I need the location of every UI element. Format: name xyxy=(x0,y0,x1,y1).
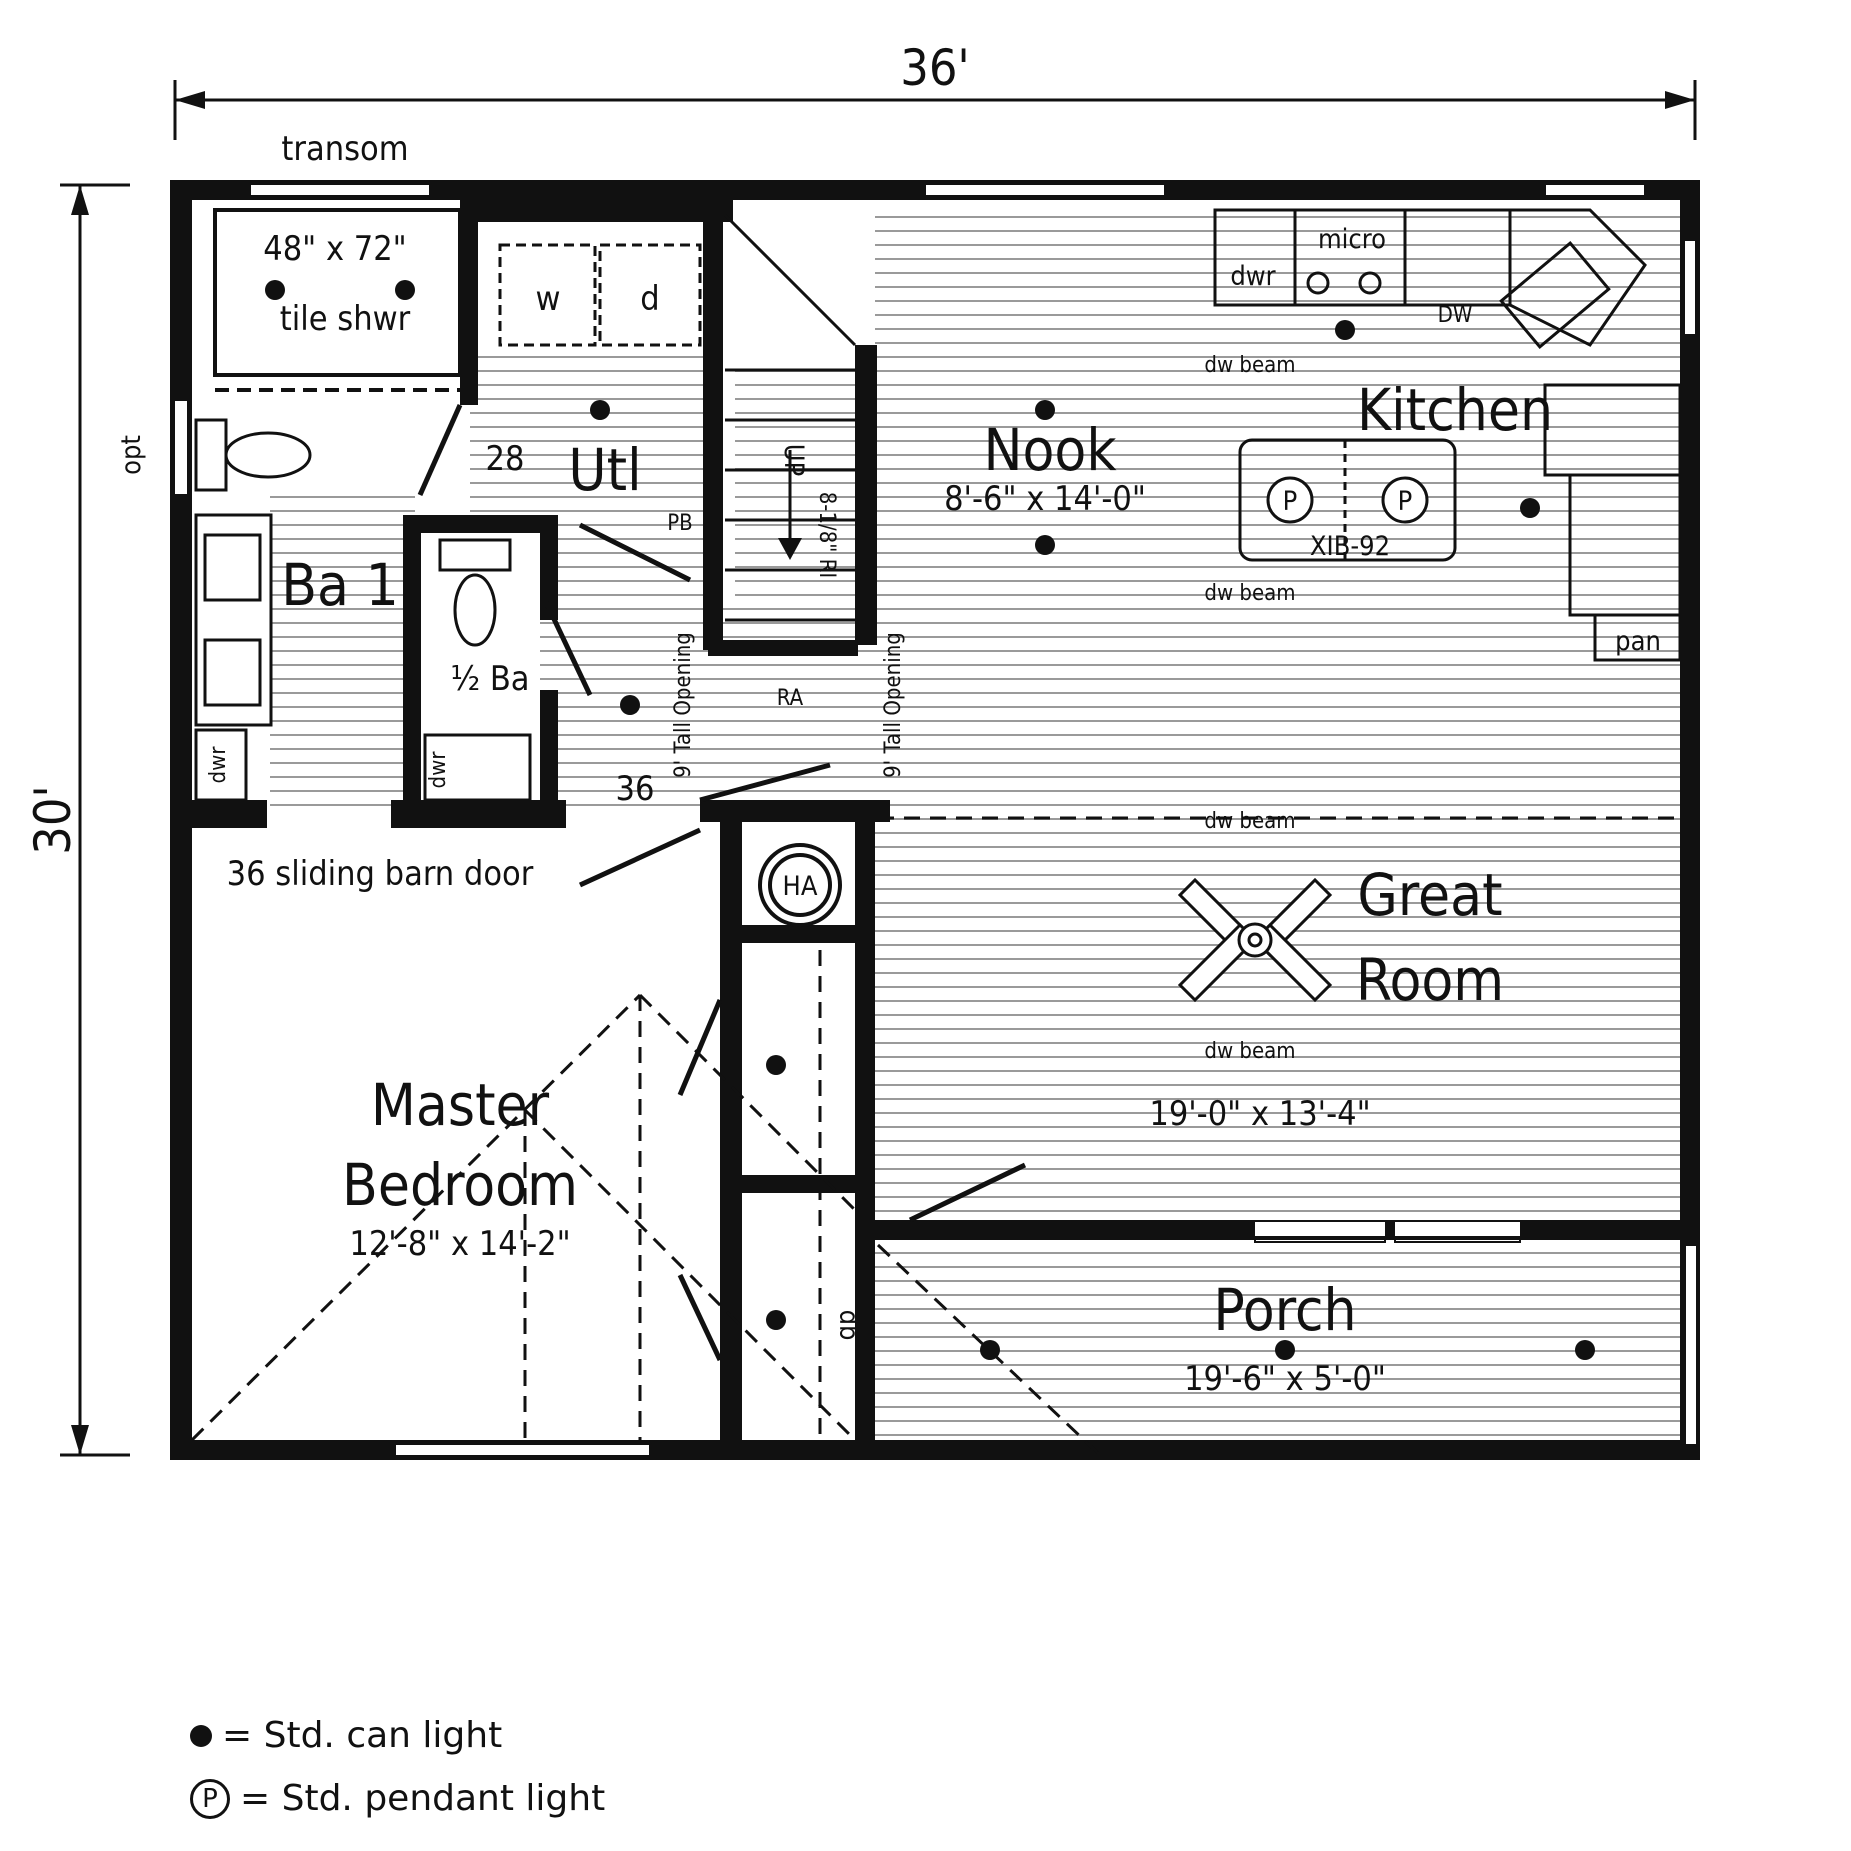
stair-up-label: UP xyxy=(778,444,809,476)
toilet-bath1 xyxy=(194,418,312,492)
legend-pendant-light: P = Std. pendant light xyxy=(190,1778,605,1819)
washer-dryer xyxy=(498,243,702,347)
svg-text:P: P xyxy=(1283,486,1298,517)
opt-label: opt xyxy=(116,435,147,475)
pb-label: PB xyxy=(667,511,693,536)
vanity-sinks xyxy=(194,513,273,802)
kitchen-counters xyxy=(1213,208,1682,662)
dimension-lines xyxy=(60,80,1697,1457)
can-light-icon xyxy=(190,1724,212,1747)
room-great-room-2: Room xyxy=(1356,946,1504,1014)
dryer-label: d xyxy=(640,279,659,319)
interior-walls xyxy=(192,200,1685,1460)
half-bath-fixtures xyxy=(423,538,532,802)
pendant-light: P xyxy=(1381,476,1429,524)
can-lights xyxy=(265,280,1595,1360)
db-label: db xyxy=(833,1310,864,1341)
room-utility: Utl xyxy=(568,436,641,504)
windows xyxy=(173,183,1698,1457)
pendant-light-icon: P xyxy=(190,1778,230,1819)
ha-unit xyxy=(758,843,842,927)
floor-hatching xyxy=(270,205,1685,1455)
pan-label: pan xyxy=(1615,626,1661,657)
legend-pendant-light-text: = Std. pendant light xyxy=(240,1778,606,1819)
room-master-size: 12'-8" x 14'-2" xyxy=(349,1224,570,1264)
micro-label: micro xyxy=(1318,224,1386,255)
transom-label: transom xyxy=(281,129,408,169)
room-half-bath: ½ Ba xyxy=(450,659,529,699)
room-nook: Nook xyxy=(983,416,1117,484)
dw-label: DW xyxy=(1438,303,1473,328)
kitchen-sink xyxy=(1499,240,1611,350)
tall-opening-left: 9' Tall Opening xyxy=(671,632,696,778)
door-swings xyxy=(417,403,1027,1362)
room-kitchen: Kitchen xyxy=(1357,376,1553,444)
width-dimension: 36' xyxy=(900,39,970,97)
shower-label: tile shwr xyxy=(280,299,411,339)
interior-openings xyxy=(1255,1222,1520,1236)
shower xyxy=(213,208,462,392)
dwr-label: dwr xyxy=(1230,261,1275,292)
stair-up-arrow xyxy=(778,538,802,560)
bath1-dwr-label: dwr xyxy=(206,746,231,784)
washer-label: w xyxy=(535,279,560,319)
barn-door-label: 36 sliding barn door xyxy=(227,854,534,894)
beam-label: dw beam xyxy=(1204,809,1295,834)
depth-dimension: 30' xyxy=(24,785,82,855)
door-36-label: 36 xyxy=(616,769,655,809)
stair-riser-label: 8-1/8" RI xyxy=(814,492,839,579)
pendant-light: P xyxy=(1266,476,1314,524)
ha-label: HA xyxy=(783,871,818,902)
vault-lines xyxy=(190,816,1680,1457)
beam-label: dw beam xyxy=(1204,581,1295,606)
beam-label: dw beam xyxy=(1204,1039,1295,1064)
stairs xyxy=(723,213,857,622)
svg-text:P: P xyxy=(1398,486,1413,517)
half-bath-dwr-label: dwr xyxy=(426,751,451,789)
room-porch: Porch xyxy=(1213,1276,1356,1344)
room-porch-size: 19'-6" x 5'-0" xyxy=(1184,1359,1386,1399)
beam-label: dw beam xyxy=(1204,353,1295,378)
tall-opening-right: 9' Tall Opening xyxy=(881,632,906,778)
room-master-2: Bedroom xyxy=(342,1151,578,1219)
room-great-room: Great xyxy=(1357,861,1502,929)
ceiling-fan xyxy=(1177,877,1333,1003)
range-burners xyxy=(1306,271,1382,295)
island-label: XIB-92 xyxy=(1310,531,1390,562)
legend-can-light: = Std. can light xyxy=(190,1715,502,1756)
room-master: Master xyxy=(371,1071,550,1139)
door-28-label: 28 xyxy=(486,439,525,479)
room-bath1: Ba 1 xyxy=(281,551,399,619)
room-nook-size: 8'-6" x 14'-0" xyxy=(944,479,1146,519)
room-great-room-size: 19'-0" x 13'-4" xyxy=(1149,1094,1370,1134)
rail-label: RA xyxy=(777,686,804,711)
shower-size: 48" x 72" xyxy=(263,229,406,269)
legend-can-light-text: = Std. can light xyxy=(222,1715,503,1756)
